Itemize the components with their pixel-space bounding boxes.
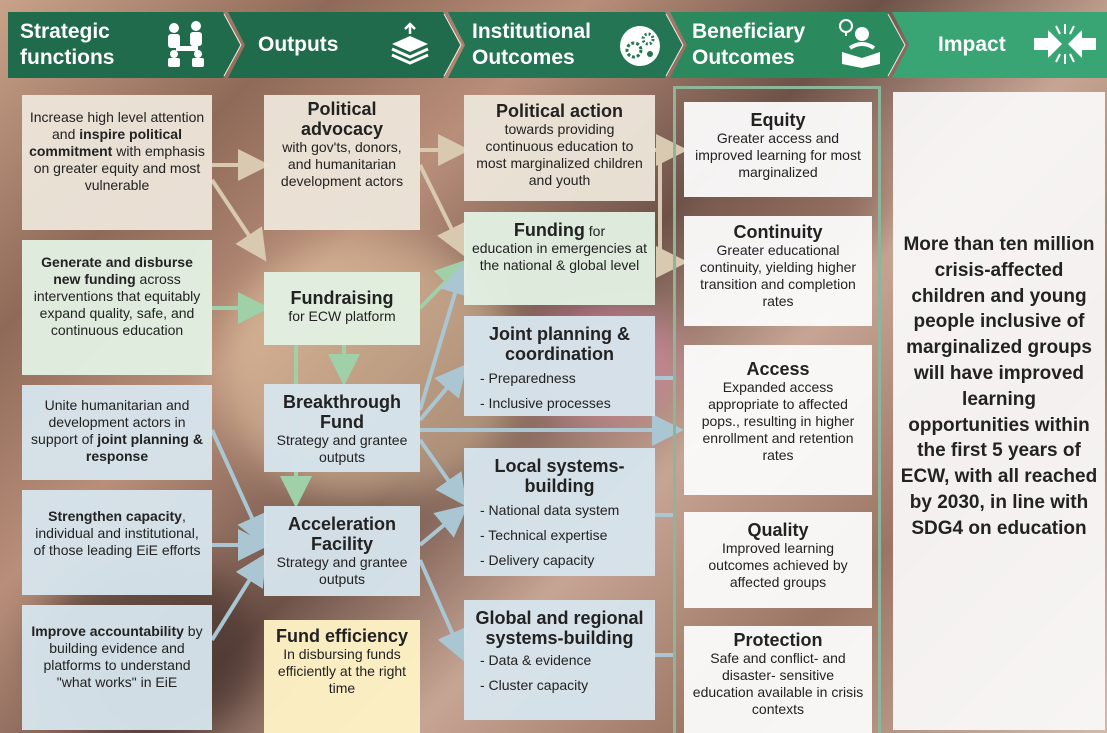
list-item: - Preparedness <box>480 370 576 386</box>
strategic-accountability: Improve accountability by building evide… <box>22 605 212 730</box>
institutional-global-regional: Global and regional systems-building - D… <box>464 600 655 720</box>
list-item: - National data system <box>480 502 620 518</box>
gears-icon <box>618 24 666 68</box>
strategic-new-funding: Generate and disburse new funding across… <box>22 240 212 375</box>
list-item: - Delivery capacity <box>480 552 595 568</box>
institutional-joint-planning: Joint planning & coordination - Prepared… <box>464 316 655 416</box>
list-item: - Inclusive processes <box>480 395 611 411</box>
header-impact: Impact <box>938 33 1006 56</box>
people-meeting-icon <box>162 20 214 68</box>
list-item: - Cluster capacity <box>480 677 589 693</box>
impact-statement: More than ten million crisis-affected ch… <box>893 92 1105 730</box>
header-outputs: Outputs <box>258 33 339 56</box>
converging-arrows-icon <box>1034 22 1096 66</box>
list-item: - Technical expertise <box>480 527 608 543</box>
beneficiary-frame <box>673 86 881 733</box>
institutional-local-systems: Local systems-building - National data s… <box>464 448 655 576</box>
reading-child-icon <box>836 18 882 68</box>
header-chevrons <box>8 12 1107 78</box>
strategic-joint-planning: Unite humanitarian and development actor… <box>22 385 212 480</box>
strategic-strengthen-capacity: Strengthen capacity, individual and inst… <box>22 490 212 595</box>
strategic-political-commitment: Increase high level attention and inspir… <box>22 95 212 230</box>
list-item: - Data & evidence <box>480 652 592 668</box>
layers-icon <box>388 22 432 66</box>
